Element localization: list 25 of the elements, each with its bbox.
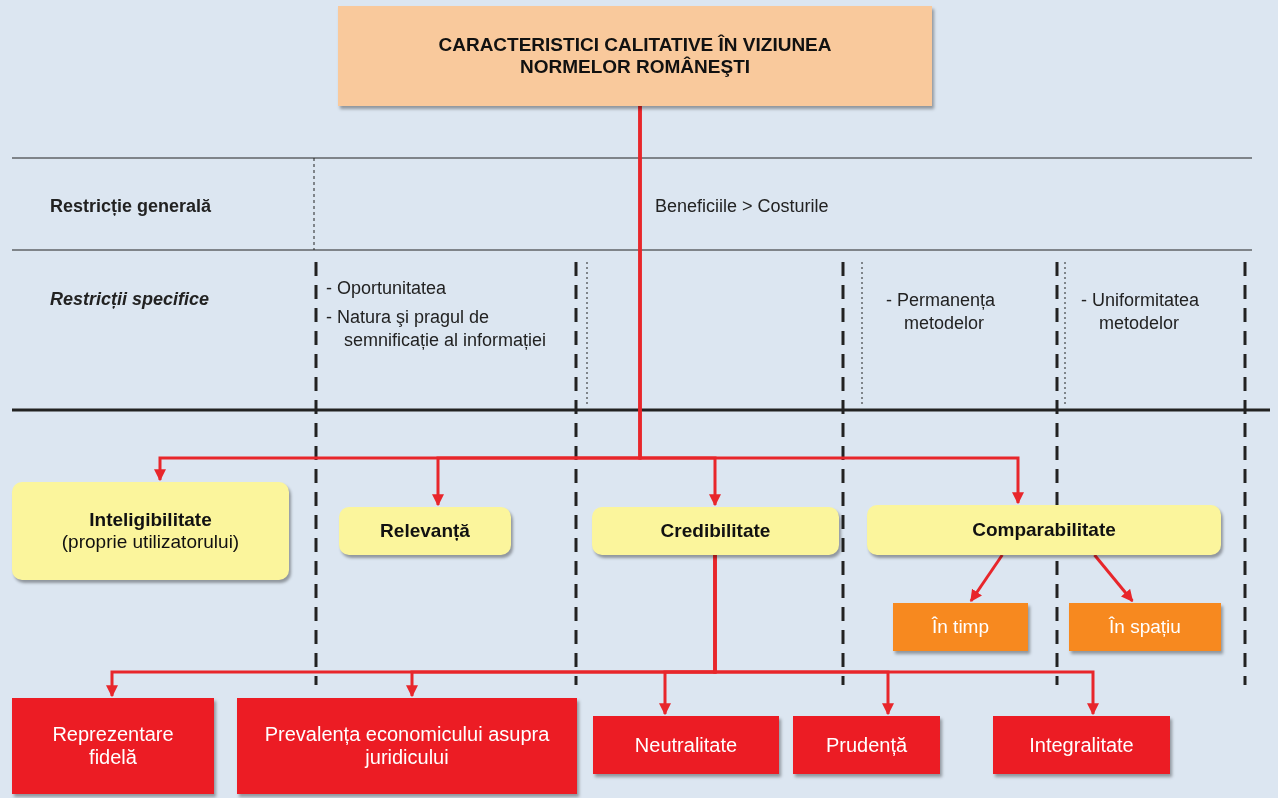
node-subtitle: (proprie utilizatorului) <box>61 531 240 553</box>
subcategory-box: În spațiu <box>1069 603 1221 651</box>
constraint-text: - Permanența metodelor <box>886 289 997 334</box>
arrow <box>969 554 1004 602</box>
arrow <box>713 555 1099 716</box>
attribute-box: Integralitate <box>993 716 1170 774</box>
title-box: CARACTERISTICI CALITATIVE ÎN VIZIUNEA NORMELOR ROMÂNEŞTI <box>338 6 932 106</box>
attribute-box: Neutralitate <box>593 716 779 774</box>
row-header: Restricții specifice <box>50 288 211 311</box>
constraint-text: Beneficiile > Costurile <box>655 195 830 218</box>
constraint-text: - Uniformitatea metodelor <box>1081 289 1201 334</box>
node-title: Inteligibilitate <box>89 509 212 531</box>
category-box <box>12 482 289 580</box>
attribute-box: Prevalența economicului asupra juridicului <box>237 698 577 794</box>
category-box: Relevanță <box>339 507 511 555</box>
category-box: Comparabilitate <box>867 505 1221 555</box>
constraint-text: - Natura şi pragul de semnificație al informației <box>326 306 548 351</box>
row-header: Restricție generală <box>50 195 213 218</box>
attribute-box: Prudență <box>793 716 940 774</box>
category-box: Credibilitate <box>592 507 839 555</box>
arrow <box>1093 554 1134 602</box>
constraint-text: - Oportunitatea <box>326 277 448 300</box>
subcategory-box: În timp <box>893 603 1028 651</box>
attribute-box: Reprezentare fidelă <box>12 698 214 794</box>
arrow <box>638 106 1024 505</box>
